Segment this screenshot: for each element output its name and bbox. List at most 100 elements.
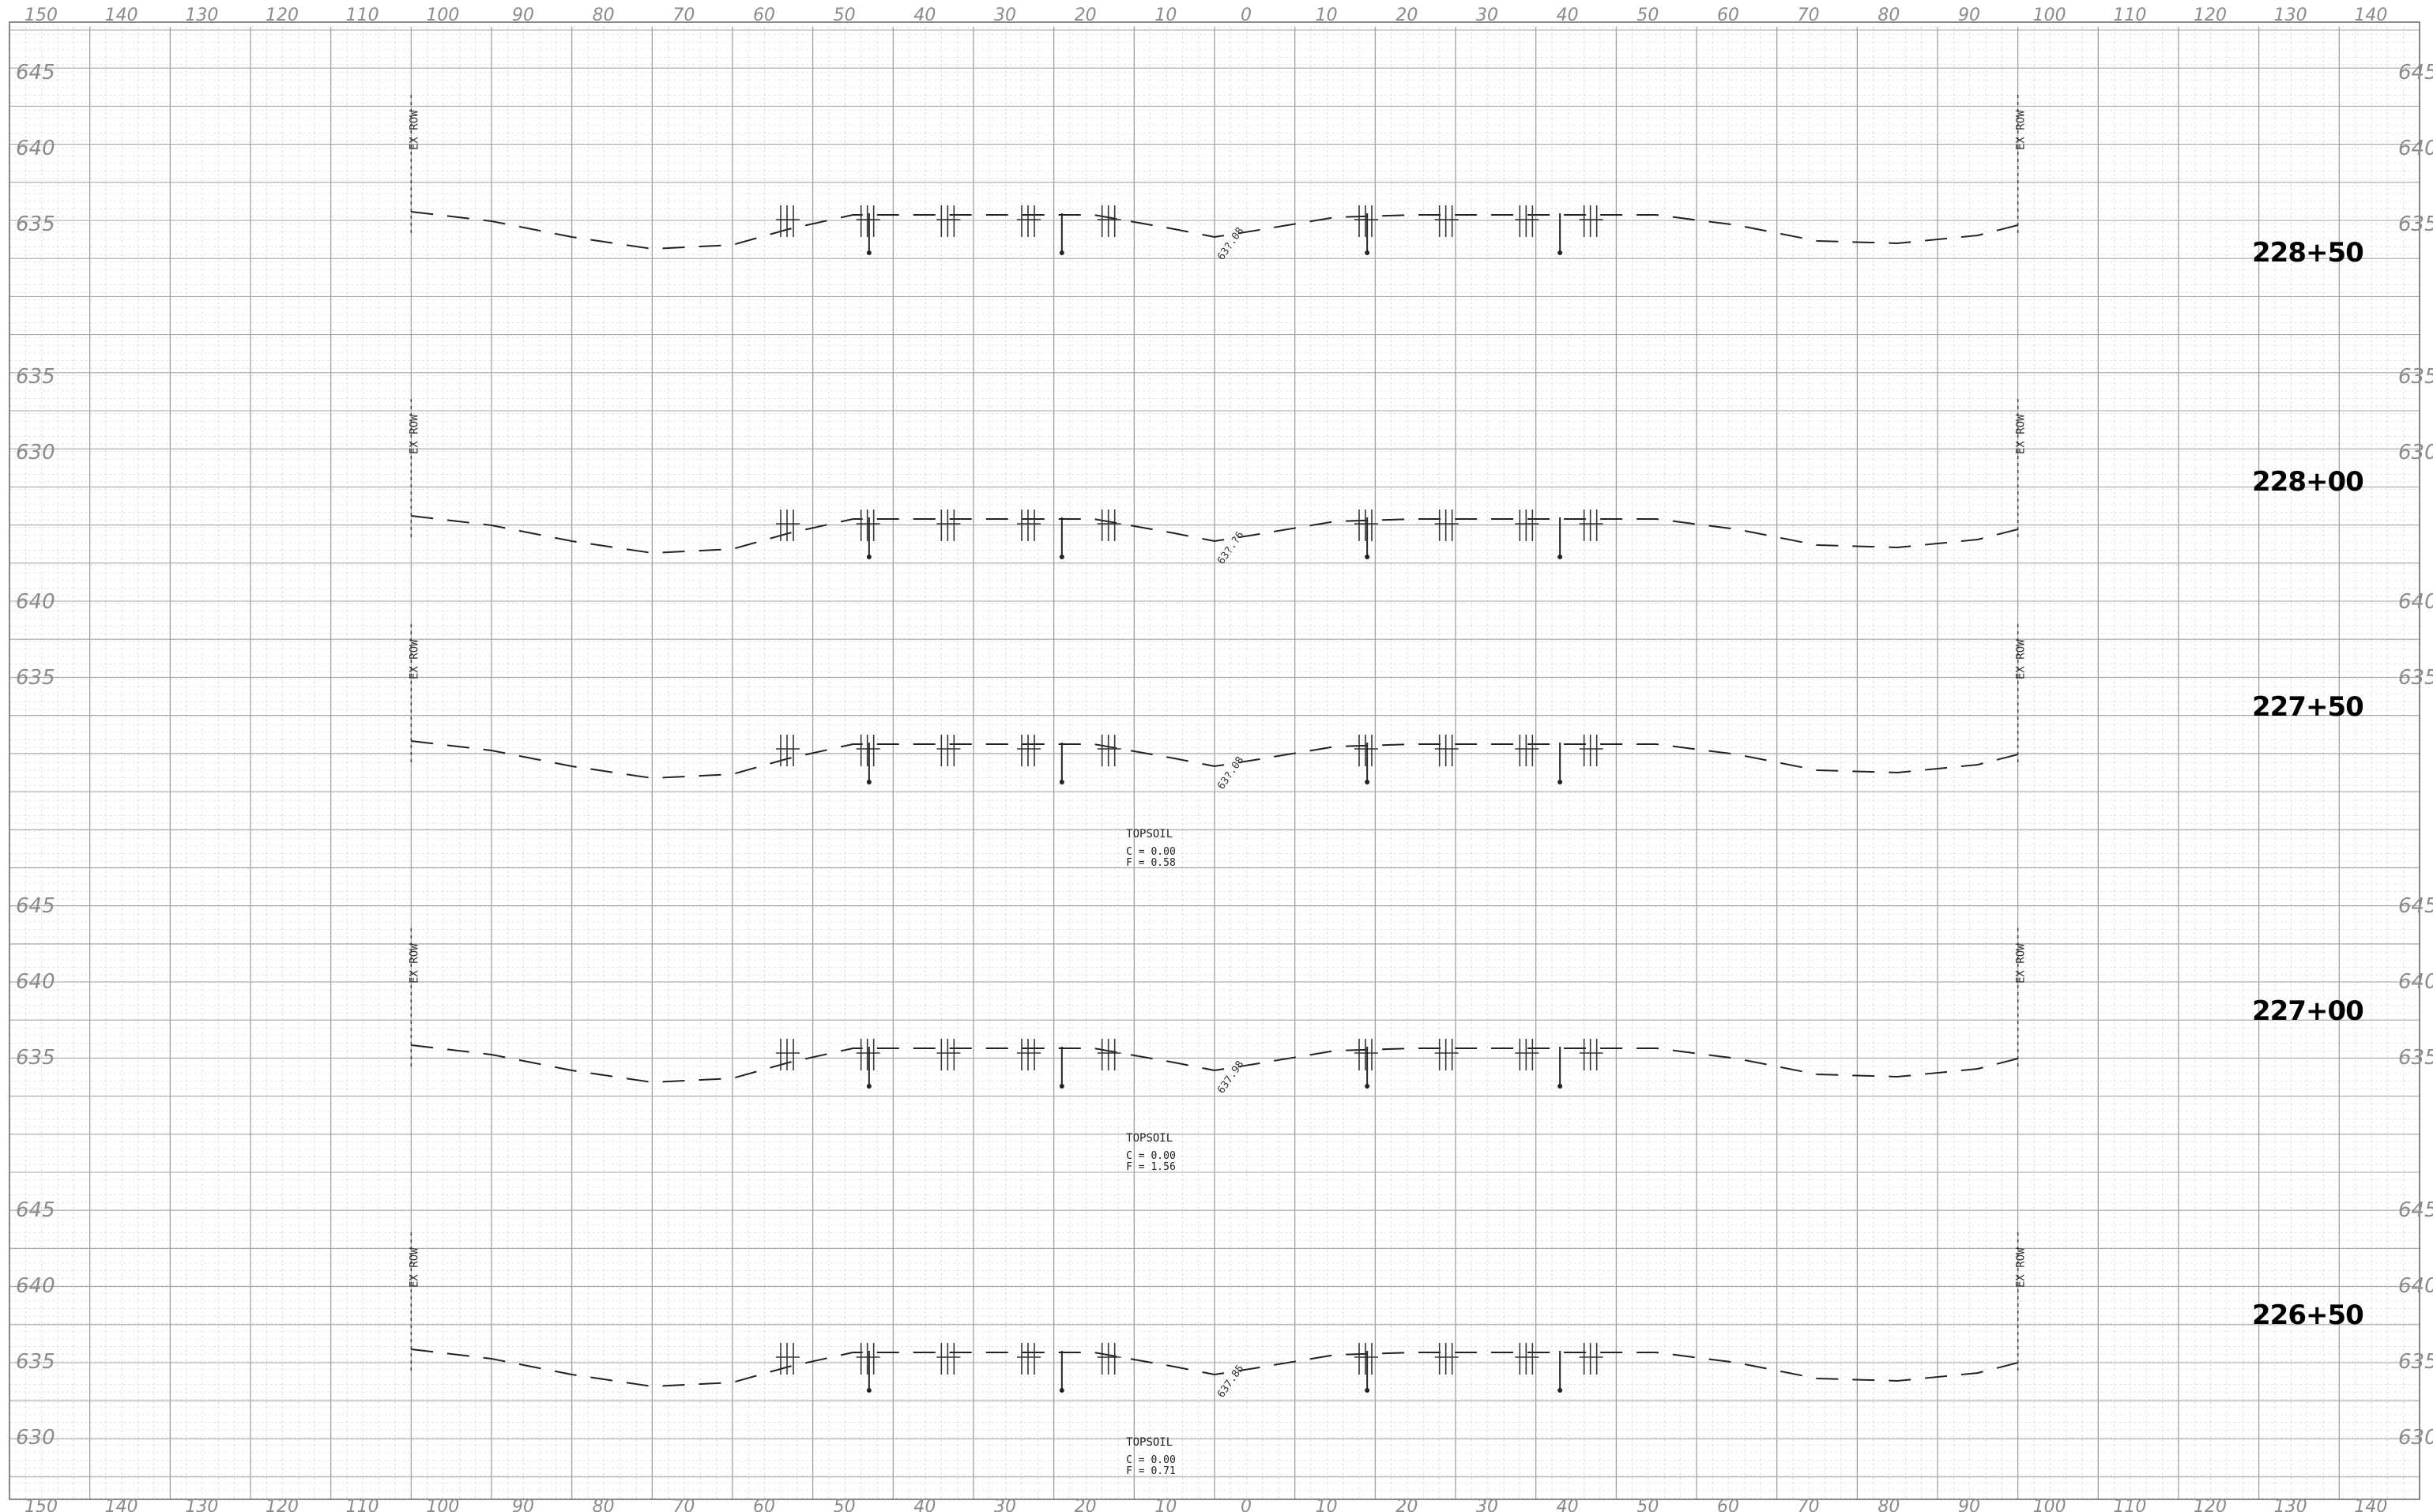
bottom-axis-label: 40 (1557, 1497, 1579, 1512)
row-label: EX ROW (2015, 110, 2028, 150)
elevation-label: 640 (2398, 137, 2433, 160)
elevation-label: 635 (16, 365, 55, 389)
curb-mark (1365, 1084, 1370, 1089)
elevation-label: 635 (2398, 365, 2433, 389)
bottom-axis-label: 10 (1316, 1497, 1338, 1512)
topsoil-title: TOPSOIL (1126, 1132, 1173, 1145)
top-axis-label: 20 (1075, 6, 1097, 25)
bottom-axis-label: 70 (672, 1497, 695, 1512)
grade-label: 63?.08 (1215, 225, 1246, 262)
fill-value: F = 0.71 (1126, 1465, 1176, 1477)
bottom-axis-label: 30 (1476, 1497, 1498, 1512)
top-axis-label: 110 (2113, 6, 2146, 25)
curb-mark (866, 780, 872, 784)
elevation-label: 630 (2398, 1426, 2433, 1450)
curb-mark (1059, 555, 1064, 559)
elevation-label: 645 (16, 61, 55, 85)
curb-mark (1059, 780, 1064, 784)
top-axis-label: 110 (346, 6, 379, 25)
top-axis-label: 60 (753, 6, 775, 25)
curb-mark (1557, 250, 1563, 255)
bottom-axis-label: 40 (913, 1497, 936, 1512)
curb-mark (866, 555, 872, 559)
top-axis-label: 150 (24, 6, 58, 25)
row-label: EX ROW (2015, 943, 2028, 984)
bottom-axis-label: 120 (266, 1497, 299, 1512)
bottom-axis-label: 80 (1877, 1497, 1900, 1512)
existing-ground-line (411, 1044, 2018, 1084)
bottom-axis-label: 50 (1636, 1497, 1659, 1512)
elevation-label: 640 (2398, 970, 2433, 994)
row-label: EX ROW (2015, 414, 2028, 454)
curb-mark (1365, 555, 1370, 559)
bottom-axis-label: 110 (346, 1497, 379, 1512)
curb-mark (1059, 1388, 1064, 1393)
elevation-label: 645 (16, 894, 55, 918)
bottom-axis-label: 0 (1241, 1497, 1252, 1512)
elevation-label: 635 (2398, 1350, 2433, 1374)
top-axis-label: 30 (994, 6, 1016, 25)
top-axis-label: 50 (834, 6, 856, 25)
bottom-axis-label: 150 (24, 1497, 58, 1512)
row-label: EX ROW (408, 943, 420, 984)
elevation-label: 630 (16, 1426, 55, 1450)
elevation-label: 645 (2398, 894, 2433, 918)
row-label: EX ROW (2015, 1247, 2028, 1288)
top-axis-label: 90 (512, 6, 534, 25)
top-axis-label: 40 (1557, 6, 1579, 25)
elevation-label: 645 (2398, 61, 2433, 85)
elevation-label: 630 (2398, 441, 2433, 465)
row-label: EX ROW (408, 414, 420, 454)
station-label: 226+50 (2252, 1299, 2364, 1331)
curb-mark (1365, 250, 1370, 255)
bottom-axis-label: 50 (834, 1497, 856, 1512)
grade-label: 637.98 (1215, 1059, 1246, 1096)
top-axis-label: 0 (1241, 6, 1252, 25)
curb-mark (866, 1084, 872, 1089)
top-axis-label: 100 (2033, 6, 2066, 25)
bottom-axis-label: 20 (1395, 1497, 1418, 1512)
bottom-axis-label: 10 (1154, 1497, 1177, 1512)
curb-mark (1557, 780, 1563, 784)
row-label: EX ROW (2015, 639, 2028, 679)
existing-ground-line (411, 740, 2018, 780)
fill-value: F = 1.56 (1126, 1161, 1176, 1173)
cut-value: C = 0.00 (1126, 1150, 1176, 1162)
bottom-axis-label: 30 (994, 1497, 1016, 1512)
topsoil-title: TOPSOIL (1126, 1436, 1173, 1449)
top-axis-label: 20 (1395, 6, 1418, 25)
top-axis-label: 70 (672, 6, 695, 25)
bottom-axis-label: 90 (1958, 1497, 1980, 1512)
elevation-label: 645 (2398, 1198, 2433, 1222)
bottom-axis-label: 80 (593, 1497, 615, 1512)
elevation-label: 635 (16, 1046, 55, 1070)
elevation-label: 640 (2398, 590, 2433, 614)
bottom-axis-label: 20 (1075, 1497, 1097, 1512)
elevation-label: 630 (16, 441, 55, 465)
row-label: EX ROW (408, 110, 420, 150)
bottom-axis-label: 110 (2113, 1497, 2146, 1512)
bottom-axis-label: 130 (185, 1497, 218, 1512)
top-axis-label: 30 (1476, 6, 1498, 25)
bottom-axis-label: 100 (426, 1497, 459, 1512)
elevation-label: 635 (2398, 1046, 2433, 1070)
elevation-label: 645 (16, 1198, 55, 1222)
station-label: 228+50 (2252, 237, 2364, 269)
top-axis-label: 60 (1717, 6, 1739, 25)
top-axis-label: 140 (2354, 6, 2387, 25)
top-axis-label: 80 (1877, 6, 1900, 25)
curb-mark (1365, 1388, 1370, 1393)
top-axis-label: 100 (426, 6, 459, 25)
elevation-label: 640 (2398, 1274, 2433, 1298)
bottom-axis-label: 90 (512, 1497, 534, 1512)
curb-mark (1557, 555, 1563, 559)
curb-mark (1059, 1084, 1064, 1089)
elevation-label: 635 (16, 213, 55, 236)
bottom-axis-label: 120 (2194, 1497, 2227, 1512)
cut-value: C = 0.00 (1126, 846, 1176, 858)
elevation-label: 635 (16, 1350, 55, 1374)
top-axis-label: 80 (593, 6, 615, 25)
top-axis-label: 130 (185, 6, 218, 25)
